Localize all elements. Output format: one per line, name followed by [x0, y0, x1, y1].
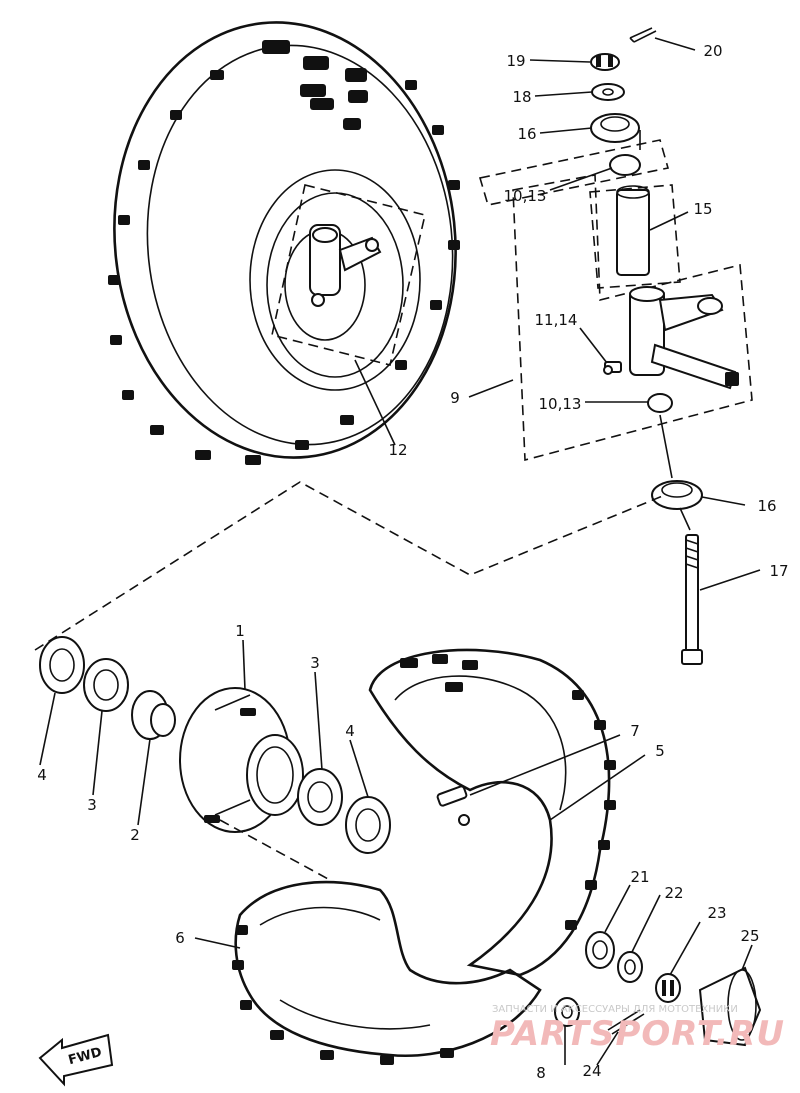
callout-16-upper: 16	[517, 125, 536, 143]
watermark-brand: PARTSPORT.RU	[490, 1014, 785, 1054]
bushing-lower	[647, 393, 673, 413]
cotter-pin-24	[607, 1009, 645, 1035]
forward-direction-arrow: FWD	[38, 1033, 114, 1087]
upper-knuckle	[309, 224, 382, 307]
rim-outer-half	[368, 648, 611, 977]
callout-17: 17	[769, 562, 788, 580]
castle-nut-upper	[590, 53, 620, 71]
bearing-left	[83, 658, 129, 712]
knuckle-group	[478, 27, 753, 665]
callout-6: 6	[175, 929, 185, 947]
callout-11-14: 11,14	[535, 311, 578, 329]
callout-24: 24	[582, 1062, 601, 1080]
callout-19: 19	[506, 52, 525, 70]
collar-21	[585, 931, 615, 969]
callout-8: 8	[536, 1064, 546, 1082]
washer-upper	[591, 83, 625, 101]
callout-20: 20	[703, 42, 722, 60]
nut-8	[554, 997, 580, 1027]
seal-lower	[651, 480, 703, 510]
upper-tire	[113, 21, 457, 459]
oil-seal-right	[345, 796, 391, 854]
upper-tire-tread	[108, 40, 460, 465]
cotter-pin	[629, 27, 657, 43]
bearing-right	[297, 768, 343, 826]
collar	[616, 185, 650, 276]
axle-hardware	[554, 931, 762, 1047]
callout-21: 21	[630, 868, 649, 886]
valve-stem	[436, 785, 470, 826]
leader-lines	[39, 37, 761, 1066]
callout-18: 18	[512, 88, 531, 106]
grease-nipple	[603, 361, 622, 375]
watermark-tagline: ЗАПЧАСТИ И АКСЕССУАРЫ ДЛЯ МОТОТЕХНИКИ	[492, 1004, 738, 1015]
callout-10-13-upper: 10,13	[504, 187, 547, 205]
lower-wheel	[219, 648, 616, 1065]
callout-1: 1	[235, 622, 245, 640]
lower-hub-assembly	[39, 636, 762, 1065]
spacer	[131, 690, 176, 740]
callout-3b: 3	[310, 654, 320, 672]
hub	[179, 687, 304, 833]
bushing-upper	[609, 154, 641, 176]
callout-16-lower: 16	[757, 497, 776, 515]
callout-15: 15	[693, 200, 712, 218]
seal-upper	[590, 113, 640, 143]
callout-labels: 1 2 3 3 4 4 5 6 7 8 9 10,13 10,13 11,14 …	[37, 42, 788, 1082]
oil-seal-left	[39, 636, 85, 694]
washer-22	[617, 951, 643, 983]
callout-2: 2	[130, 826, 140, 844]
steering-knuckle	[629, 286, 739, 390]
callout-23: 23	[707, 904, 726, 922]
callout-3a: 3	[87, 796, 97, 814]
callout-10-13-lower: 10,13	[539, 395, 582, 413]
upper-rim	[249, 169, 421, 391]
callout-5: 5	[655, 742, 665, 760]
kingpin-bolt	[681, 534, 703, 665]
callout-7: 7	[630, 722, 640, 740]
callout-4a: 4	[37, 766, 47, 784]
callout-25: 25	[740, 927, 759, 945]
castle-nut-23	[655, 973, 681, 1003]
callout-22: 22	[664, 884, 683, 902]
rim-inner-half	[234, 880, 542, 1057]
callout-4b: 4	[345, 722, 355, 740]
assembly-link-line	[34, 481, 666, 651]
hub-cap-25	[698, 966, 762, 1047]
callout-9: 9	[450, 389, 460, 407]
watermark: ЗАПЧАСТИ И АКСЕССУАРЫ ДЛЯ МОТОТЕХНИКИ PA…	[490, 1004, 785, 1054]
callout-12: 12	[388, 441, 407, 459]
upper-wheel-assembly	[108, 21, 460, 465]
